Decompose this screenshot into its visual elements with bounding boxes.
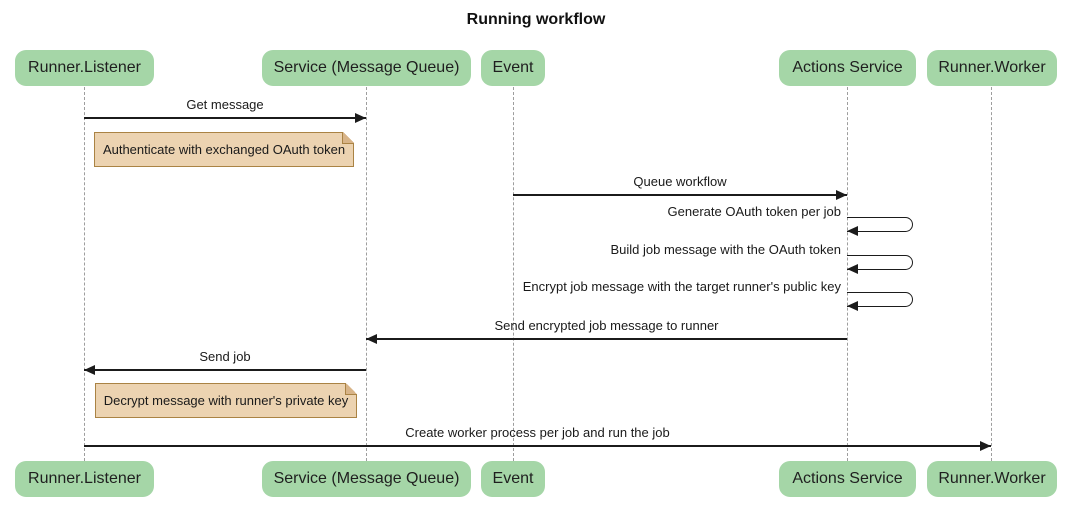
message-line-queue-workflow — [513, 194, 847, 196]
lifeline-runner-listener — [84, 87, 85, 461]
participant-runner-listener-top: Runner.Listener — [15, 50, 154, 86]
self-loop-line — [847, 255, 913, 270]
participant-event-bottom: Event — [481, 461, 545, 497]
diagram-title: Running workflow — [466, 11, 606, 28]
arrowhead-left-icon — [847, 301, 858, 311]
message-label-create-worker: Create worker process per job and run th… — [405, 425, 670, 440]
self-loop-line — [847, 217, 913, 232]
lifeline-event — [513, 87, 514, 461]
message-label-queue-workflow: Queue workflow — [633, 174, 727, 189]
self-loop-line — [847, 292, 913, 307]
participant-runner-listener-bottom: Runner.Listener — [15, 461, 154, 497]
message-line-get-message — [84, 117, 366, 119]
arrowhead-left-icon — [847, 264, 858, 274]
message-line-send-job — [84, 369, 366, 371]
participant-service-message-queue-bottom: Service (Message Queue) — [262, 461, 471, 497]
arrowhead-right-icon — [836, 190, 847, 200]
note-decrypt-text: Decrypt message with runner's private ke… — [103, 393, 349, 408]
message-label-generate-oauth: Generate OAuth token per job — [667, 204, 841, 219]
arrowhead-left-icon — [366, 334, 377, 344]
message-label-send-job: Send job — [199, 349, 251, 364]
message-line-send-encrypted — [366, 338, 847, 340]
lifeline-runner-worker — [991, 87, 992, 461]
arrowhead-left-icon — [84, 365, 95, 375]
note-authenticate-text: Authenticate with exchanged OAuth token — [102, 142, 346, 157]
participant-runner-worker-top: Runner.Worker — [927, 50, 1057, 86]
participant-actions-service-top: Actions Service — [779, 50, 916, 86]
note-fold-icon — [345, 383, 357, 395]
lifeline-service-message-queue — [366, 87, 367, 461]
note-authenticate: Authenticate with exchanged OAuth token — [94, 132, 354, 167]
note-decrypt: Decrypt message with runner's private ke… — [95, 383, 357, 418]
participant-runner-worker-bottom: Runner.Worker — [927, 461, 1057, 497]
arrowhead-right-icon — [355, 113, 366, 123]
arrowhead-right-icon — [980, 441, 991, 451]
arrowhead-left-icon — [847, 226, 858, 236]
note-fold-icon — [342, 132, 354, 144]
participant-event-top: Event — [481, 50, 545, 86]
message-label-send-encrypted: Send encrypted job message to runner — [494, 318, 719, 333]
message-label-get-message: Get message — [186, 97, 264, 112]
lifeline-actions-service — [847, 87, 848, 461]
message-label-encrypt-job-message: Encrypt job message with the target runn… — [522, 279, 841, 294]
message-line-create-worker — [84, 445, 991, 447]
message-label-build-job-message: Build job message with the OAuth token — [610, 242, 841, 257]
participant-actions-service-bottom: Actions Service — [779, 461, 916, 497]
participant-service-message-queue-top: Service (Message Queue) — [262, 50, 471, 86]
